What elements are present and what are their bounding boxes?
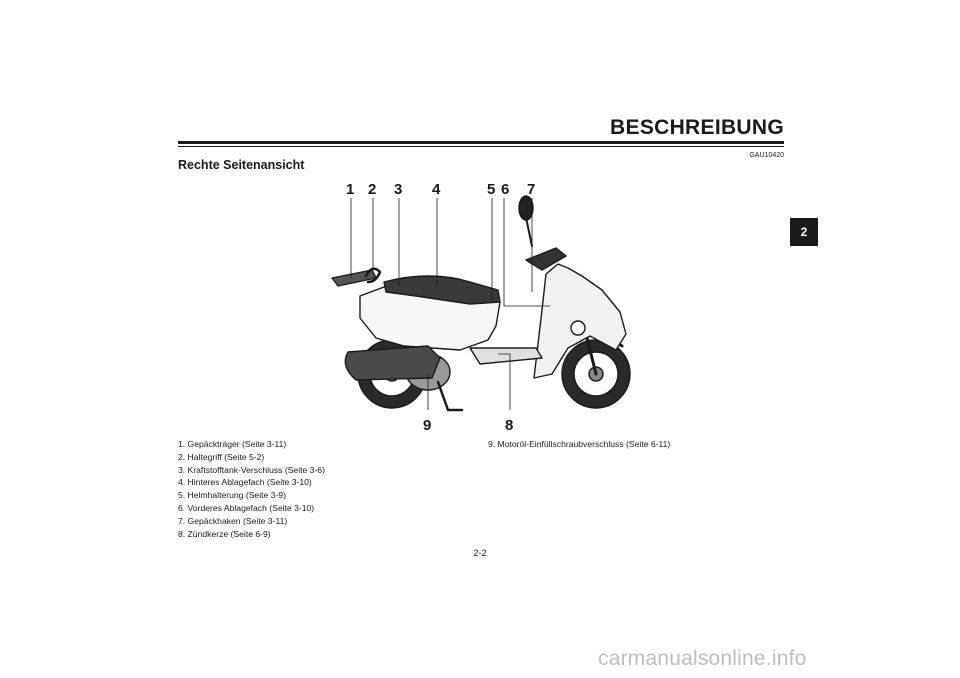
callout-9: 9	[423, 417, 431, 434]
callout-1: 1	[346, 181, 354, 198]
legend-item: 7. Gepäckhaken (Seite 3-11)	[178, 515, 288, 526]
reference-code: GAU10420	[749, 152, 784, 159]
legend-right: 9. Motoröl-Einfüllschraubverschluss (Sei…	[488, 438, 670, 451]
callout-4: 4	[432, 181, 441, 198]
legend-item: 3. Kraftstofftank-Verschluss (Seite 3-6)	[178, 464, 325, 475]
floorboard	[469, 347, 543, 365]
callout-7: 7	[527, 181, 535, 198]
header-rule-thin	[178, 146, 784, 147]
handlebar	[525, 247, 567, 271]
scooter-diagram: 1 2 3 4 5 6 7 8 9	[331, 181, 631, 434]
legend-left: 1. Gepäckträger (Seite 3-11) 2. Haltegri…	[178, 438, 325, 540]
callout-5: 5	[487, 181, 495, 198]
legend-item: 6. Vorderes Ablagefach (Seite 3-10)	[178, 502, 315, 513]
grab-rail	[364, 267, 382, 284]
legend-item: 1. Gepäckträger (Seite 3-11)	[178, 439, 287, 449]
legend-item: 4. Hinteres Ablagefach (Seite 3-10)	[178, 477, 312, 488]
side-reflector	[570, 320, 586, 336]
mirror	[518, 195, 534, 221]
chapter-title: BESCHREIBUNG	[610, 116, 784, 139]
center-stand	[436, 380, 464, 412]
watermark: carmanualsonline.info	[598, 647, 807, 670]
callout-3: 3	[394, 181, 402, 198]
seat	[383, 275, 501, 305]
legend-item: 5. Helmhalterung (Seite 3-9)	[178, 490, 286, 501]
callout-2: 2	[368, 181, 376, 198]
chapter-tab: 2	[790, 218, 818, 246]
callout-8: 8	[505, 417, 513, 434]
legend-item: 8. Zündkerze (Seite 6-9)	[178, 528, 271, 539]
section-title: Rechte Seitenansicht	[178, 158, 305, 172]
header-rule-thick	[178, 141, 784, 144]
legend-item: 9. Motoröl-Einfüllschraubverschluss (Sei…	[488, 439, 671, 449]
page-number: 2-2	[473, 548, 487, 558]
legend-item: 2. Haltegriff (Seite 5-2)	[178, 451, 265, 462]
muffler	[344, 345, 441, 381]
callout-6: 6	[501, 181, 509, 198]
callout-leaders	[350, 198, 550, 410]
